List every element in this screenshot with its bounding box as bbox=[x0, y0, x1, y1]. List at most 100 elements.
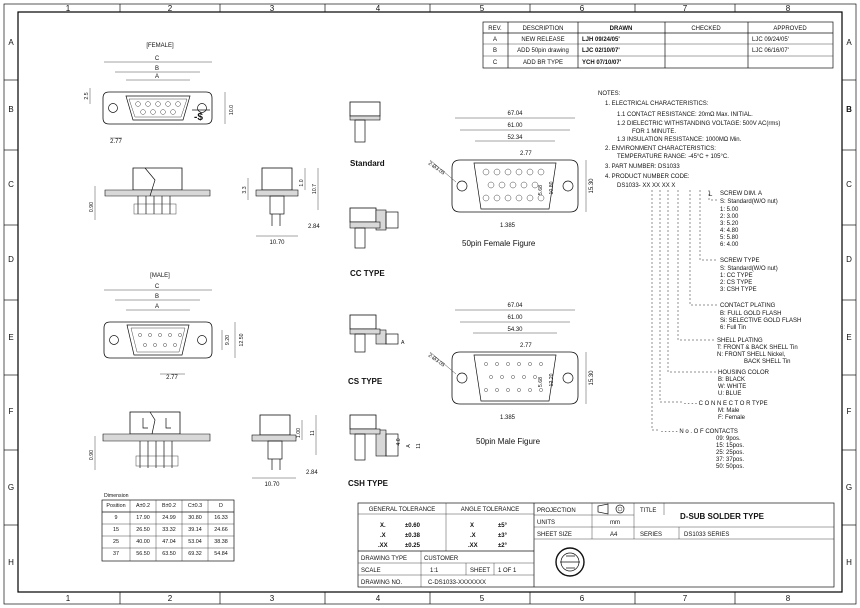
dim-1530-male: 15.30 bbox=[589, 370, 595, 386]
row-label-c: C bbox=[8, 180, 14, 189]
screw-type-item-0: S: Standard(W/O nut) bbox=[720, 266, 778, 272]
contact-plating-title: CONTACT PLATING bbox=[720, 303, 776, 309]
projection-label: PROJECTION bbox=[537, 508, 576, 514]
customer-label: CUSTOMER bbox=[424, 556, 459, 562]
screw-type-title: SCREW TYPE bbox=[720, 258, 760, 264]
notes-line-2: 1.1 CONTACT RESISTANCE: 20mΩ Max. INITIA… bbox=[617, 112, 753, 118]
dim-header-c: C±0.3 bbox=[187, 503, 203, 509]
rev-row-b-rev: B bbox=[493, 48, 497, 54]
dim-cell: 33.32 bbox=[162, 527, 176, 533]
col-label-8: 8 bbox=[786, 4, 791, 13]
dim-cell: 54.84 bbox=[214, 551, 228, 557]
tol-row-0-akey: X bbox=[470, 523, 474, 529]
tol-row-2-aval: ±2° bbox=[498, 543, 508, 549]
company-logo-icon bbox=[555, 547, 585, 577]
dim-a-male: A bbox=[155, 304, 159, 310]
dim-b-male: B bbox=[155, 294, 159, 300]
dim-6100-female: 61.00 bbox=[507, 123, 523, 129]
tol-row-1-akey: .X bbox=[470, 533, 476, 539]
dim-cell: 24.66 bbox=[214, 527, 228, 533]
col-label-bottom-8: 8 bbox=[786, 594, 791, 603]
rev-row-c-desc: ADD BR TYPE bbox=[523, 60, 563, 66]
contact-plating-item-2: 6: Full Tin bbox=[720, 325, 746, 331]
row-label-right-a: A bbox=[846, 38, 852, 47]
product-code-l: L bbox=[709, 192, 713, 198]
dim-phi-female: 2-Ø3.05 bbox=[427, 161, 446, 177]
cs-type-view: A CS TYPE bbox=[348, 314, 405, 386]
col-label-1: 1 bbox=[66, 4, 71, 13]
rev-header-rev: REV. bbox=[488, 26, 502, 32]
housing-color-item-2: U: BLUE bbox=[718, 391, 741, 397]
male-profile-view: 1.00 11 2.84 10.70 bbox=[251, 414, 318, 488]
dim-cell: 24.99 bbox=[162, 515, 176, 521]
row-label-b: B bbox=[8, 105, 13, 114]
col-label-7: 7 bbox=[683, 4, 688, 13]
screw-dim-item-5: 5: 5.80 bbox=[720, 235, 739, 241]
male-label: [MALE] bbox=[150, 273, 170, 279]
title-value: D-SUB SOLDER TYPE bbox=[680, 512, 765, 521]
dim-6704-male: 67.04 bbox=[507, 303, 523, 309]
units-label: UNITS bbox=[537, 520, 555, 526]
col-label-bottom-1: 1 bbox=[66, 594, 71, 603]
dim-cell: 47.04 bbox=[162, 539, 176, 545]
contacts-title: - - - - - N o . O F CONTACTS bbox=[661, 429, 738, 435]
drawing-no-value: C-DS1033-XXXXXXX bbox=[428, 580, 486, 586]
dim-33-female: 3.3 bbox=[242, 186, 248, 193]
dim-a-cs: A bbox=[401, 340, 405, 346]
dim-568-female: 5.68 bbox=[538, 185, 544, 195]
dim-277-female-50: 2.77 bbox=[520, 151, 532, 157]
col-label-bottom-2: 2 bbox=[168, 594, 173, 603]
contact-plating-item-0: B: FULL GOLD FLASH bbox=[720, 311, 781, 317]
dim-284-male: 2.84 bbox=[306, 470, 318, 476]
row-label-right-h: H bbox=[846, 558, 852, 567]
rev-row-c-rev: C bbox=[493, 60, 498, 66]
dim-cell: 63.50 bbox=[162, 551, 176, 557]
dim-5430: 54.30 bbox=[507, 327, 523, 333]
housing-color-item-0: B: BLACK bbox=[718, 377, 745, 383]
shell-plating-item-0: T: FRONT & BACK SHELL Tin bbox=[717, 345, 798, 351]
dim-header-a: A±0.2 bbox=[135, 503, 151, 509]
tol-row-2-key: .XX bbox=[378, 543, 388, 549]
dim-cell: 26.50 bbox=[136, 527, 150, 533]
dim-1250: 12.50 bbox=[239, 333, 245, 346]
tol-row-0-key: X. bbox=[380, 523, 386, 529]
dim-1070-female: 10.70 bbox=[269, 240, 285, 246]
dim-cell: 25 bbox=[113, 539, 119, 545]
housing-color-item-1: W: WHITE bbox=[718, 384, 746, 390]
connector-type-item-0: M: Male bbox=[718, 408, 740, 414]
series-value: DS1033 SERIES bbox=[684, 532, 729, 538]
shell-plating-item-2: BACK SHELL Tin bbox=[744, 359, 790, 365]
dim-1080: 10.80 bbox=[549, 181, 555, 194]
contacts-item-4: 50: 50pos. bbox=[716, 464, 744, 470]
col-label-bottom-5: 5 bbox=[480, 594, 485, 603]
contact-plating-item-1: Si: SELECTIVE GOLD FLASH bbox=[720, 318, 801, 324]
notes-block: NOTES: 1. ELECTRICAL CHARACTERISTICS: 1.… bbox=[598, 91, 780, 198]
cc-type-label: CC TYPE bbox=[350, 269, 385, 278]
rev-header-checked: CHECKED bbox=[691, 26, 721, 32]
dim-090-male: 0.90 bbox=[89, 450, 95, 460]
male-50pin-view: 67.04 61.00 54.30 2.77 2-Ø3.05 5.68 12.2… bbox=[427, 303, 595, 446]
dimension-table-text: Position A±0.2 B±0.2 C±0.3 D 9 17.90 24.… bbox=[102, 500, 234, 560]
dim-side-female: 2.5 bbox=[84, 92, 90, 99]
tol-row-0-aval: ±5° bbox=[498, 523, 508, 529]
table-row: 9 17.90 24.99 30.80 16.33 bbox=[102, 512, 234, 524]
scale-label: SCALE bbox=[361, 568, 381, 574]
tol-row-1-val: ±0.38 bbox=[405, 533, 421, 539]
notes-line-6: 2. ENVIRONMENT CHARACTERISTICS: bbox=[605, 146, 716, 152]
row-label-f: F bbox=[9, 407, 14, 416]
dim-6704-female: 67.04 bbox=[507, 111, 523, 117]
dim-cell: 30.80 bbox=[188, 515, 202, 521]
row-label-h: H bbox=[8, 558, 14, 567]
row-label-d: D bbox=[8, 255, 14, 264]
dim-header-d: D bbox=[219, 503, 223, 509]
dim-header-b: B±0.2 bbox=[161, 503, 177, 509]
dim-11-csh: 11 bbox=[416, 443, 422, 448]
dim-cell: 53.04 bbox=[188, 539, 202, 545]
dim-277-male: 2.77 bbox=[166, 375, 178, 381]
dim-phi-male: 2-Ø3.05 bbox=[427, 353, 446, 369]
female-profile-view: 3.3 1.0 10.7 2.84 10.70 bbox=[242, 167, 320, 246]
row-label-right-b: B bbox=[846, 105, 852, 114]
screw-type-item-3: 3: CSH TYPE bbox=[720, 287, 757, 293]
contacts-item-0: 09: 9pos. bbox=[716, 436, 741, 442]
